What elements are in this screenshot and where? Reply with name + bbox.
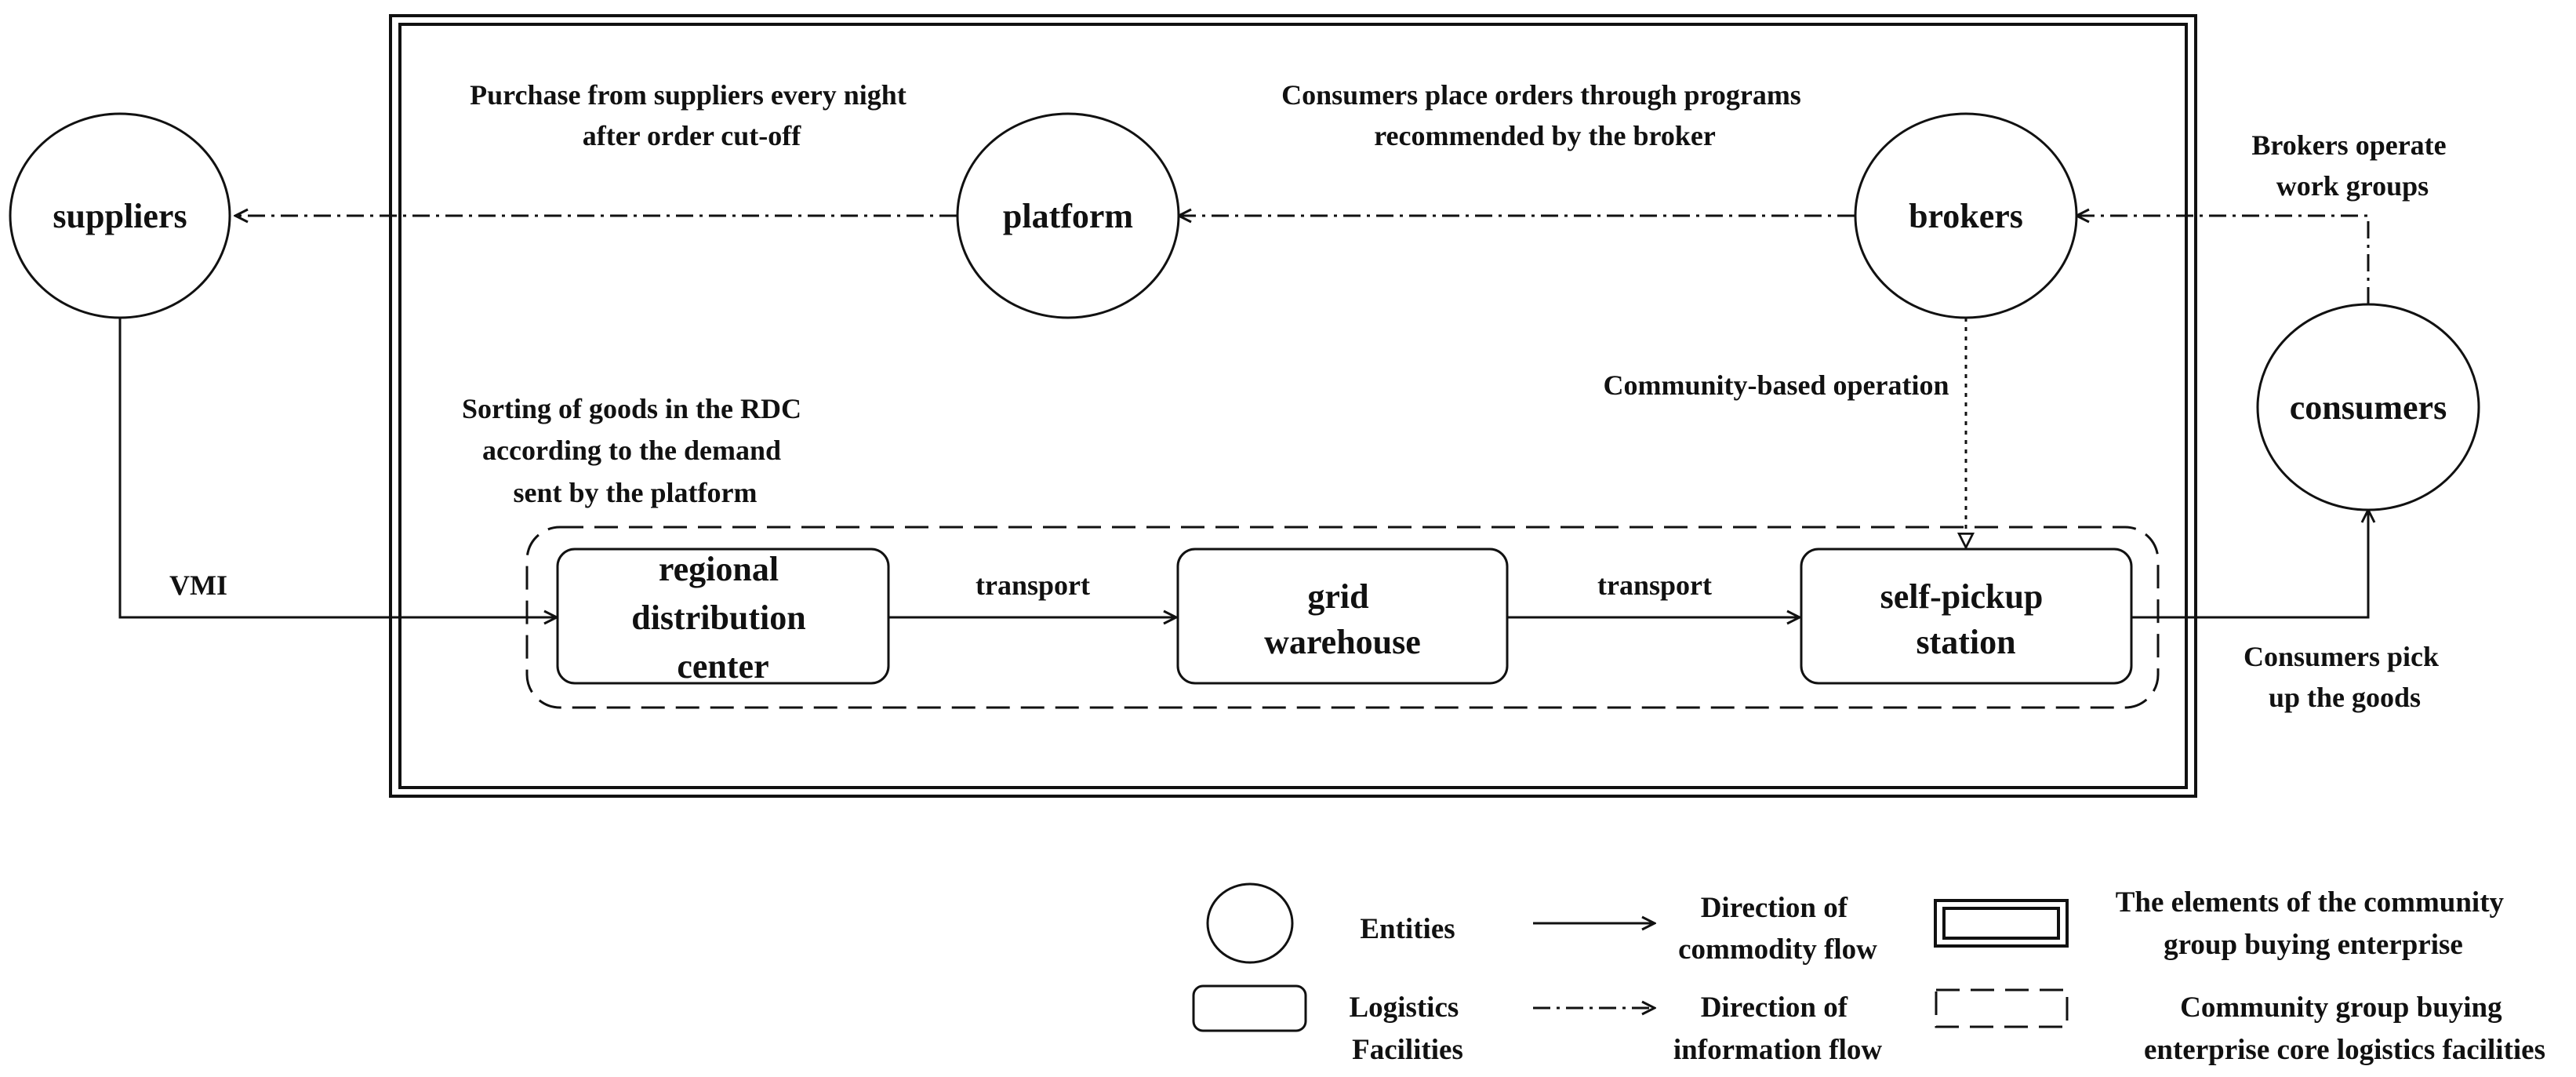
station-to-consumers-flow (2131, 510, 2368, 619)
legend-enterprise-symbol-outer (1934, 899, 2069, 948)
legend-core-facilities-symbol (1935, 988, 2069, 1028)
pickup-annotation: Consumers pick up the goods (2244, 641, 2446, 713)
suppliers-node: suppliers (9, 112, 231, 319)
transport-label-1: transport (976, 569, 1090, 601)
self-pickup-station-label: self-pickup station (1880, 577, 2052, 661)
consumers-to-brokers-flow (2076, 216, 2370, 304)
legend: Entities Logistics Facilities Direction … (1192, 882, 2545, 1066)
platform-node: platform (956, 112, 1180, 319)
consumers-label: consumers (2290, 388, 2447, 427)
suppliers-to-rdc-flow (118, 318, 557, 617)
legend-entity-symbol (1206, 882, 1294, 964)
enterprise-frame (389, 14, 2197, 798)
legend-information-label: Direction of information flow (1673, 991, 1882, 1066)
rdc-label: regional distribution center (631, 550, 815, 686)
regional-distribution-center-node: regional distribution center (556, 548, 890, 686)
community-operation-annotation: Community-based operation (1603, 369, 1949, 401)
vmi-annotation: VMI (169, 569, 227, 601)
self-pickup-station-node: self-pickup station (1800, 548, 2133, 685)
brokers-node: brokers (1854, 112, 2078, 319)
broker-operations-annotation: Brokers operate work groups (2251, 129, 2453, 202)
legend-entities-label: Entities (1360, 913, 1455, 945)
legend-facility-symbol (1192, 984, 1307, 1032)
legend-commodity-label: Direction of commodity flow (1678, 892, 1877, 966)
purchase-annotation: Purchase from suppliers every night afte… (470, 79, 914, 151)
information-flows (235, 216, 2370, 304)
legend-core-facilities-label: Community group buying enterprise core l… (2144, 991, 2545, 1066)
platform-label: platform (1003, 197, 1133, 235)
legend-facilities-label: Logistics Facilities (1349, 991, 1466, 1066)
commodity-flows (118, 318, 2368, 619)
grid-warehouse-label: grid warehouse (1264, 577, 1421, 661)
suppliers-label: suppliers (53, 197, 187, 235)
legend-enterprise-symbol-inner (1942, 907, 2060, 940)
orders-annotation: Consumers place orders through programs … (1281, 79, 1808, 151)
brokers-label: brokers (1909, 197, 2023, 235)
legend-enterprise-label: The elements of the community group buyi… (2116, 886, 2512, 961)
grid-warehouse-node: grid warehouse (1176, 548, 1509, 685)
consumers-node: consumers (2256, 303, 2480, 511)
sorting-annotation: Sorting of goods in the RDC according to… (462, 393, 808, 508)
transport-label-2: transport (1597, 569, 1712, 601)
